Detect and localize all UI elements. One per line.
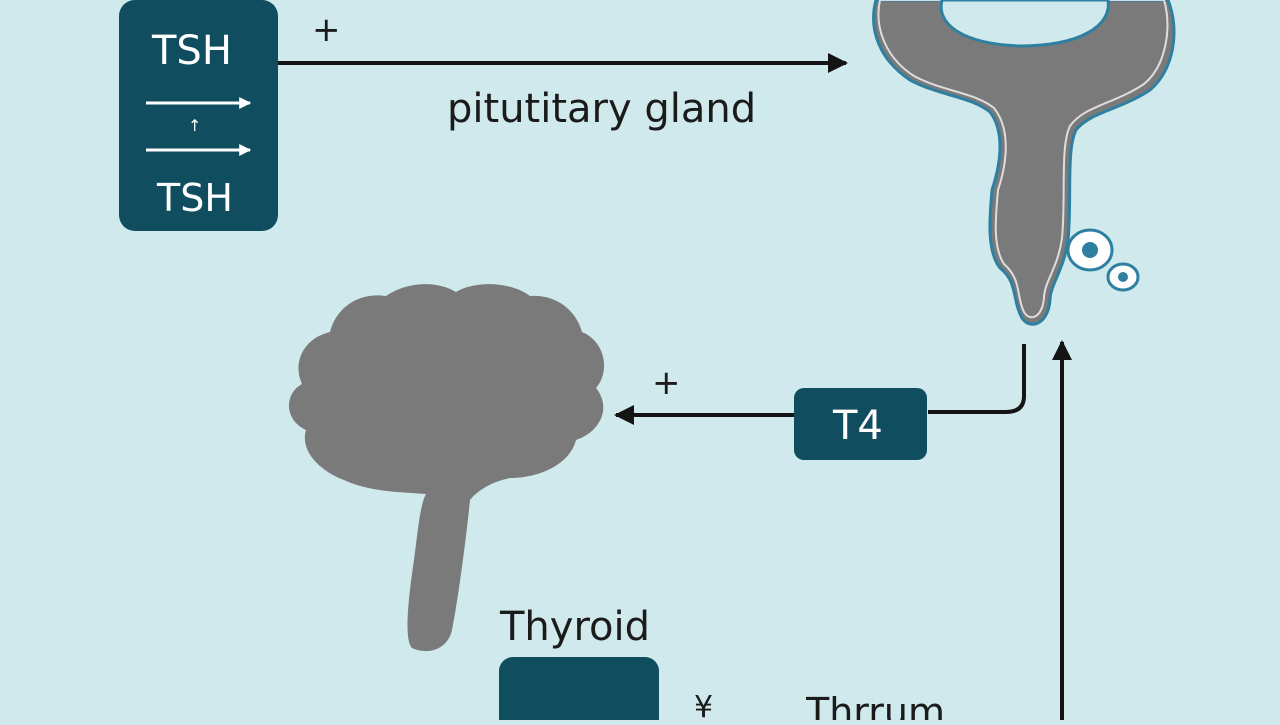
connector-pituitary-to-t4 [928,344,1026,414]
thyroid-label: Thyroid [500,604,650,650]
tsh-box-bottom-label: TSH [157,176,233,220]
t4-arrow-sign: + [652,363,681,403]
bottom-symbol: ¥ [694,690,714,725]
top-arrow-sign: + [312,10,341,50]
tsh-box [119,0,278,231]
t4-box [794,388,927,460]
tsh-box-top-label: TSH [152,28,232,74]
pituitary-label: pitutitary gland [447,86,757,132]
thyroid-gland-icon [288,284,605,652]
pituitary-gland-icon [872,0,1176,326]
tsh-box-mid-symbol: ↑ [188,116,202,135]
t4-label: T4 [833,403,883,449]
bottom-cut-label: Thrrum [806,690,945,720]
thyroid-box [499,657,659,720]
